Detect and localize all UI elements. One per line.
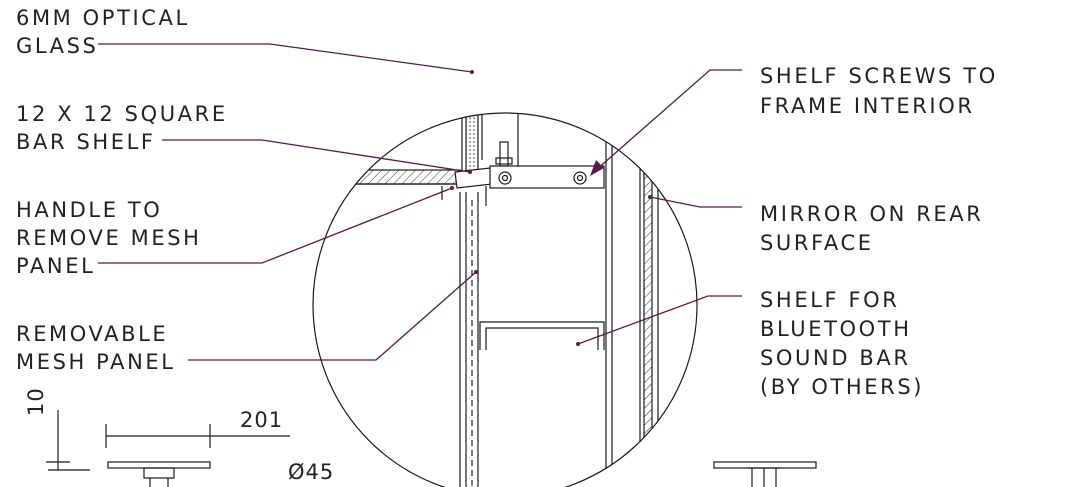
dimension-thickness: 10	[24, 387, 48, 416]
label-mesh-panel-line1: REMOVABLE	[16, 322, 169, 346]
dimension-diameter: Ø45	[288, 460, 335, 484]
dimension-drawing	[46, 410, 817, 487]
detail-geometry	[339, 113, 659, 487]
label-handle-line3: PANEL	[16, 254, 96, 278]
label-shelf-screws-line2: FRAME INTERIOR	[760, 94, 975, 118]
label-sound-bar-line4: (BY OTHERS)	[760, 375, 925, 399]
label-sound-bar-line2: BLUETOOTH	[760, 317, 912, 341]
detail-circle	[312, 112, 698, 487]
label-bar-shelf-line1: 12 X 12 SQUARE	[16, 102, 228, 126]
label-handle-line2: REMOVE MESH	[16, 226, 202, 250]
sound-bar-shelf	[479, 321, 605, 350]
mirror-panel	[643, 113, 653, 487]
bar-shelf	[339, 169, 461, 185]
dimension-width: 201	[240, 408, 284, 432]
leader-arrow-screws	[590, 160, 604, 176]
label-optical-glass-line2: GLASS	[16, 34, 99, 58]
optical-glass	[465, 113, 479, 173]
label-sound-bar-line1: SHELF FOR	[760, 288, 900, 312]
label-bar-shelf-line2: BAR SHELF	[16, 130, 156, 154]
label-sound-bar-line3: SOUND BAR	[760, 346, 911, 370]
label-optical-glass-line1: 6MM OPTICAL	[16, 6, 190, 30]
label-handle-line1: HANDLE TO	[16, 198, 163, 222]
label-mirror-line1: MIRROR ON REAR	[760, 202, 984, 226]
label-shelf-screws-line1: SHELF SCREWS TO	[760, 64, 998, 88]
leader-lines	[98, 43, 742, 361]
label-mesh-panel-line2: MESH PANEL	[16, 350, 176, 374]
label-mirror-line2: SURFACE	[760, 231, 874, 255]
